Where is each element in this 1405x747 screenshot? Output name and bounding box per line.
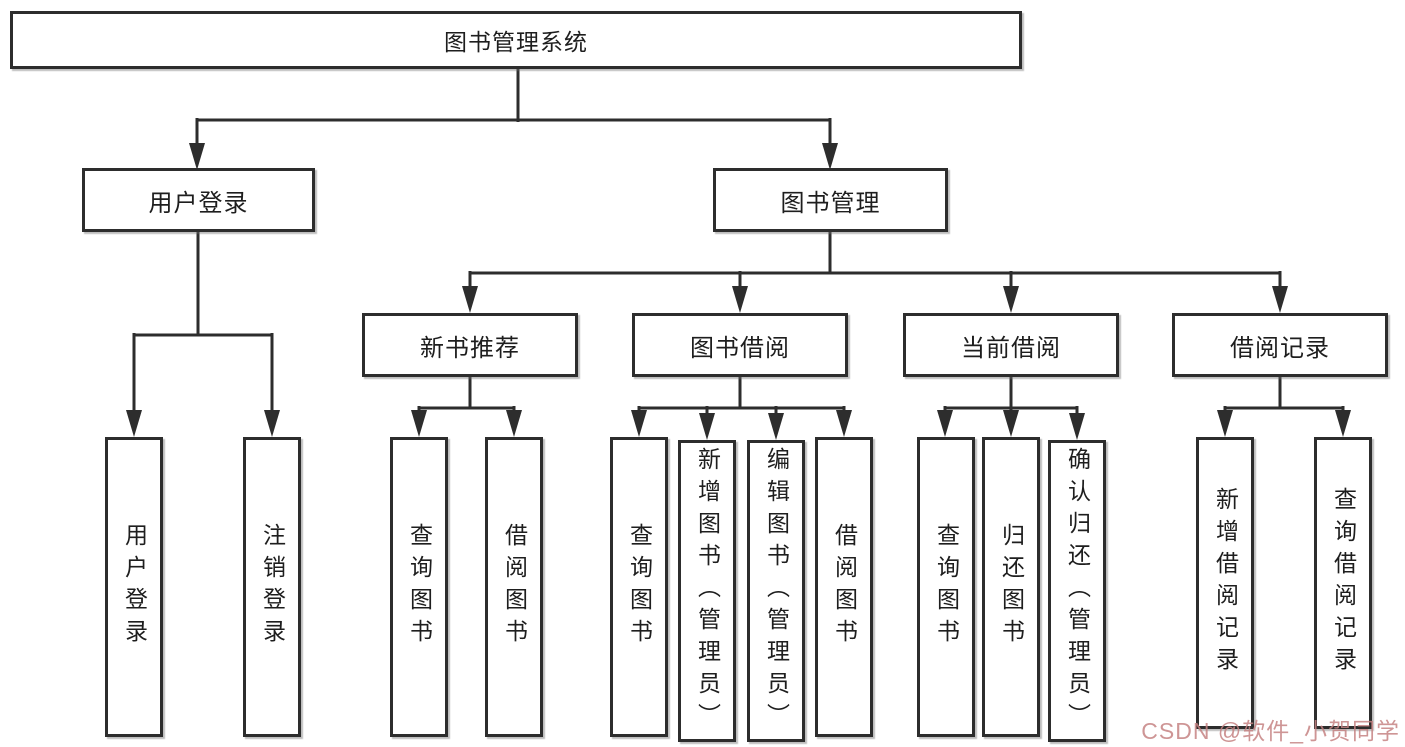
node-leaf-add-borrow-record: 新增借阅记录 (1196, 437, 1254, 729)
arrowhead (937, 410, 953, 437)
node-leaf-query-books-1: 查询图书 (390, 437, 448, 737)
node-current-borrow-label: 当前借阅 (961, 334, 1061, 362)
node-new-book-recommend-label: 新书推荐 (420, 334, 520, 362)
node-leaf-borrow-books-1: 借阅图书 (485, 437, 543, 737)
node-leaf-query-books-1-label: 查询图书 (406, 523, 433, 651)
arrowhead (1003, 410, 1019, 437)
node-leaf-confirm-return-label: 确认归还（管理员） (1064, 447, 1091, 735)
connector-userlogin-to-leaves (132, 232, 274, 413)
node-borrow-records-label: 借阅记录 (1230, 334, 1330, 362)
arrowhead (1069, 413, 1085, 440)
connector-currentborrow-to-leaves (943, 377, 1079, 416)
node-leaf-edit-books: 编辑图书（管理员） (747, 440, 805, 742)
node-leaf-edit-books-label: 编辑图书（管理员） (763, 447, 790, 735)
connector-bookmgmt-to-level3 (468, 232, 1282, 289)
node-leaf-borrow-books-2: 借阅图书 (815, 437, 873, 737)
node-leaf-query-borrow-record: 查询借阅记录 (1314, 437, 1372, 729)
arrowhead (699, 413, 715, 440)
connector-root-to-level2 (195, 69, 832, 146)
node-root-system-label: 图书管理系统 (444, 29, 588, 55)
node-leaf-query-books-2: 查询图书 (610, 437, 668, 737)
node-leaf-add-books: 新增图书（管理员） (678, 440, 736, 742)
connector-records-to-leaves (1223, 377, 1345, 413)
node-leaf-query-books-3-label: 查询图书 (933, 523, 960, 651)
node-book-management: 图书管理 (713, 168, 948, 232)
node-leaf-add-borrow-record-label: 新增借阅记录 (1212, 487, 1239, 679)
node-book-borrow-label: 图书借阅 (690, 334, 790, 362)
node-leaf-query-books-2-label: 查询图书 (626, 523, 653, 651)
node-user-login: 用户登录 (82, 168, 315, 232)
arrowhead (1217, 410, 1233, 437)
node-leaf-add-books-label: 新增图书（管理员） (694, 447, 721, 735)
node-user-login-label: 用户登录 (148, 189, 249, 217)
connector-newbook-to-leaves (417, 377, 516, 413)
arrowhead (836, 410, 852, 437)
node-leaf-user-login-label: 用户登录 (121, 523, 148, 651)
arrowhead (462, 286, 478, 313)
arrowhead (264, 410, 280, 437)
node-leaf-query-borrow-record-label: 查询借阅记录 (1330, 487, 1357, 679)
node-leaf-borrow-books-2-label: 借阅图书 (831, 523, 858, 651)
node-leaf-query-books-3: 查询图书 (917, 437, 975, 737)
node-book-management-label: 图书管理 (780, 189, 881, 217)
node-new-book-recommend: 新书推荐 (362, 313, 578, 377)
arrowhead (1335, 410, 1351, 437)
arrowhead (768, 413, 784, 440)
csdn-watermark: CSDN @软件_小贺同学 (1141, 718, 1400, 744)
node-leaf-return-books-label: 归还图书 (998, 523, 1025, 651)
node-leaf-borrow-books-1-label: 借阅图书 (501, 523, 528, 651)
node-borrow-records: 借阅记录 (1172, 313, 1388, 377)
arrowhead (506, 410, 522, 437)
node-root-system: 图书管理系统 (10, 11, 1022, 69)
arrowhead (189, 143, 205, 170)
node-book-borrow: 图书借阅 (632, 313, 848, 377)
arrowhead (411, 410, 427, 437)
arrowhead (732, 286, 748, 313)
connector-bookborrow-to-leaves (637, 377, 846, 416)
node-leaf-confirm-return: 确认归还（管理员） (1048, 440, 1106, 742)
arrowhead (822, 143, 838, 170)
arrowhead (1272, 286, 1288, 313)
node-leaf-return-books: 归还图书 (982, 437, 1040, 737)
node-leaf-logout-label: 注销登录 (259, 523, 286, 651)
node-leaf-logout: 注销登录 (243, 437, 301, 737)
arrowhead (1003, 286, 1019, 313)
node-current-borrow: 当前借阅 (903, 313, 1119, 377)
arrowhead (631, 410, 647, 437)
arrowhead (126, 410, 142, 437)
node-leaf-user-login: 用户登录 (105, 437, 163, 737)
